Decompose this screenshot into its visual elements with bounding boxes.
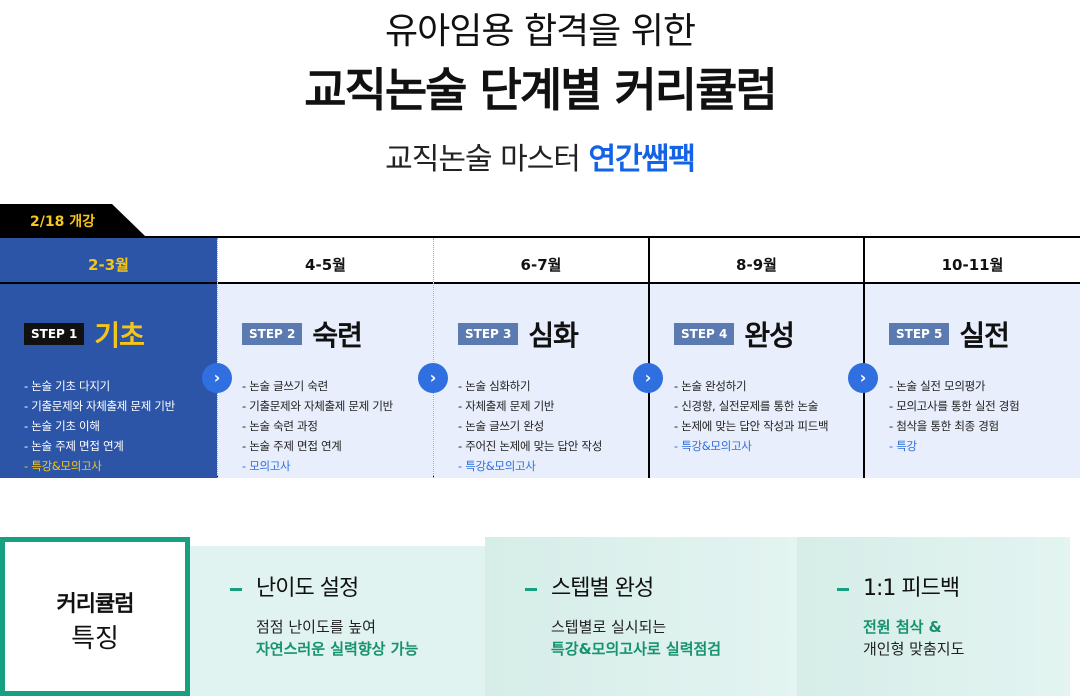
step-column: 2-3월 STEP 1 기초 - 논술 기초 다지기 - 기출문제와 자체출제 문제 …: [0, 238, 217, 478]
feature-panel: 1:1 피드백 전원 첨삭 & 개인형 맞춤지도: [797, 537, 964, 696]
feature-line: 특강&모의고사로 실력점검: [551, 640, 722, 658]
dash-icon: [837, 587, 849, 591]
step-item: - 기출문제와 자체출제 문제 기반: [242, 399, 393, 413]
step-item: - 주어진 논제에 맞는 답안 작성: [458, 439, 602, 453]
panel-bg: [485, 537, 797, 696]
period-header: 4-5월: [218, 238, 433, 284]
headline-subtitle: 유아임용 합격을 위한: [385, 11, 696, 52]
step-item: - 논제에 맞는 답안 작성과 피드백: [674, 419, 829, 433]
panel-bg: [797, 537, 1070, 696]
step-item: - 논술 기초 다지기: [24, 379, 110, 393]
period-header: 10-11월: [865, 238, 1080, 284]
step-item: - 모의고사를 통한 실전 경험: [889, 399, 1020, 413]
step-highlight: - 특강: [889, 439, 917, 453]
period-header: 8-9월: [650, 238, 863, 284]
step-body: STEP 5 실전 - 논술 실전 모의평가 - 모의고사를 통한 실전 경험 - 첨삭…: [865, 284, 1080, 478]
step-badge: STEP 2: [242, 323, 303, 345]
start-date-tag: 2/18 개강: [0, 204, 145, 236]
headline-title: 교직논술 단계별 커리큘럼: [304, 63, 778, 117]
step-body: STEP 2 숙련 - 논술 글쓰기 숙련 - 기출문제와 자체출제 문제 기반 - 논…: [218, 284, 433, 478]
step-name: 완성: [744, 319, 795, 352]
feature-line: 스텝별로 실시되는: [551, 618, 667, 636]
feature-title: 1:1 피드백: [837, 570, 964, 602]
feature-panel: 난이도 설정 점점 난이도를 높여 자연스러운 실력향상 가능: [190, 537, 418, 696]
step-item: - 자체출제 문제 기반: [458, 399, 555, 413]
step-badge: STEP 5: [889, 323, 950, 345]
step-name: 숙련: [312, 319, 363, 352]
step-highlight: - 모의고사: [242, 459, 291, 473]
step-name: 실전: [959, 319, 1010, 352]
step-item: - 논술 실전 모의평가: [889, 379, 986, 393]
period-header: 6-7월: [434, 238, 648, 284]
step-badge: STEP 1: [24, 323, 85, 345]
product-line: 교직논술 마스터 연간쌤팩: [0, 134, 1080, 178]
feature-line: 개인형 맞춤지도: [863, 640, 965, 658]
chevron-right-icon: ›: [848, 363, 878, 393]
feature-title: 난이도 설정: [230, 570, 418, 602]
step-column: 4-5월 STEP 2 숙련 - 논술 글쓰기 숙련 - 기출문제와 자체출제 문제 …: [217, 238, 433, 478]
product-name: 연간쌤팩: [588, 142, 695, 177]
feature-line: 점점 난이도를 높여: [256, 618, 376, 636]
step-column: 10-11월 STEP 5 실전 - 논술 실전 모의평가 - 모의고사를 통한 실전…: [863, 238, 1080, 478]
product-prefix: 교직논술 마스터: [385, 142, 589, 177]
step-item: - 신경향, 실전문제를 통한 논술: [674, 399, 818, 413]
step-highlight: - 특강&모의고사: [458, 459, 536, 473]
feature-line: 자연스러운 실력향상 가능: [256, 640, 419, 658]
features-label-box: 커리큘럼 특징: [0, 537, 190, 696]
panel-bg: [190, 546, 485, 696]
step-item: - 논술 심화하기: [458, 379, 531, 393]
step-item: - 논술 글쓰기 숙련: [242, 379, 328, 393]
step-item: - 논술 주제 면접 연계: [242, 439, 342, 453]
step-name: 심화: [528, 319, 579, 352]
step-item: - 논술 글쓰기 완성: [458, 419, 544, 433]
step-body: STEP 4 완성 - 논술 완성하기 - 신경향, 실전문제를 통한 논술 - 논제에…: [650, 284, 863, 478]
feature-line: 전원 첨삭 &: [863, 618, 942, 636]
feature-title: 스텝별 완성: [525, 570, 721, 602]
step-item: - 첨삭을 통한 최종 경험: [889, 419, 999, 433]
step-item: - 논술 숙련 과정: [242, 419, 318, 433]
step-item: - 기출문제와 자체출제 문제 기반: [24, 399, 175, 413]
period-header: 2-3월: [0, 238, 217, 284]
dash-icon: [525, 587, 537, 591]
step-name: 기초: [94, 319, 145, 352]
step-body: STEP 3 심화 - 논술 심화하기 - 자체출제 문제 기반 - 논술 글쓰기 완성…: [434, 284, 648, 478]
feature-panel: 스텝별 완성 스텝별로 실시되는 특강&모의고사로 실력점검: [485, 537, 721, 696]
chevron-right-icon: ›: [633, 363, 663, 393]
step-item: - 논술 주제 면접 연계: [24, 439, 124, 453]
step-item: - 논술 기초 이해: [24, 419, 100, 433]
step-column: 8-9월 STEP 4 완성 - 논술 완성하기 - 신경향, 실전문제를 통한 논술…: [648, 238, 863, 478]
chevron-right-icon: ›: [202, 363, 232, 393]
step-highlight: - 특강&모의고사: [674, 439, 752, 453]
step-badge: STEP 4: [674, 323, 735, 345]
features-subtitle: 특징: [71, 624, 119, 654]
step-body: STEP 1 기초 - 논술 기초 다지기 - 기출문제와 자체출제 문제 기반 - 논…: [0, 284, 217, 478]
step-highlight: - 특강&모의고사: [24, 459, 102, 473]
features-title: 커리큘럼: [56, 592, 135, 617]
curriculum-table: 2-3월 STEP 1 기초 - 논술 기초 다지기 - 기출문제와 자체출제 문제 …: [0, 236, 1080, 478]
dash-icon: [230, 587, 242, 591]
step-item: - 논술 완성하기: [674, 379, 747, 393]
step-badge: STEP 3: [458, 323, 519, 345]
chevron-right-icon: ›: [418, 363, 448, 393]
step-column: 6-7월 STEP 3 심화 - 논술 심화하기 - 자체출제 문제 기반 - 논술 글…: [433, 238, 648, 478]
